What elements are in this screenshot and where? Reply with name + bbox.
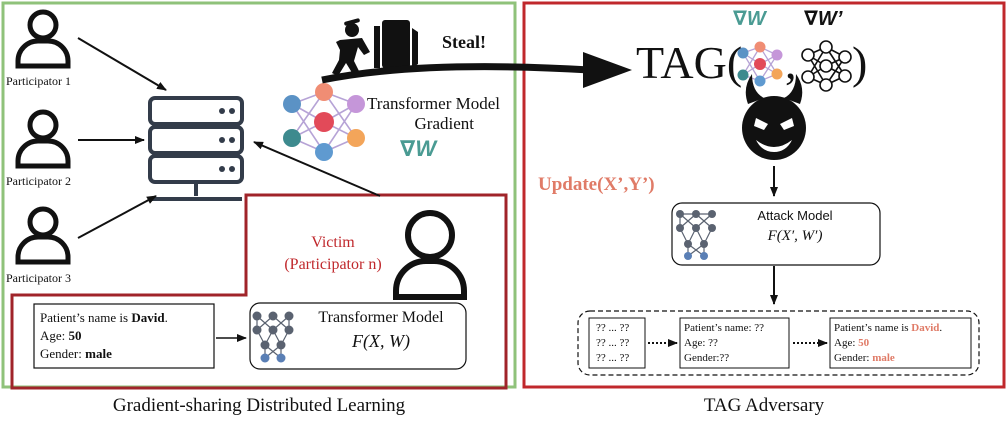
caption-right: TAG Adversary	[703, 395, 825, 416]
step3-name-prefix: Patient’s name is	[834, 322, 912, 334]
victim-label-line2: (Participator n)	[284, 256, 382, 273]
step3-name-value: David	[911, 322, 940, 334]
step3-age-prefix: Age:	[834, 337, 859, 349]
step1-line3: ?? ... ??	[596, 352, 630, 364]
participant-label-1: Participator 1	[6, 74, 71, 88]
update-label: Update(X’,Y’)	[538, 174, 655, 195]
victim-network-icon	[252, 311, 294, 363]
thief-icon	[332, 18, 418, 76]
step3-line2: Age: 50	[834, 336, 942, 351]
steps-container	[577, 310, 980, 376]
gradient-symbol: ∇W	[400, 136, 437, 161]
person-icon	[15, 206, 71, 265]
tag-fake-network-icon	[801, 40, 852, 92]
arrow-p1-server	[77, 37, 167, 91]
patient-gender-prefix: Gender:	[40, 346, 86, 361]
victim-label: Victim (Participator n)	[278, 232, 388, 276]
step3-name-suffix: .	[939, 322, 943, 334]
steal-arrow	[321, 63, 591, 84]
step1-line1: ?? ... ??	[596, 322, 630, 334]
right-frame	[522, 1, 1006, 389]
person-icon	[15, 109, 71, 169]
victim-model-formula: F(X, W)	[352, 331, 410, 351]
participant-label-3: Participator 3	[6, 271, 71, 285]
tag-suffix: )	[852, 37, 868, 88]
step2-text: Patient’s name: ?? Age: ?? Gender:??	[684, 321, 764, 366]
victim-frame	[10, 193, 508, 390]
victim-model-box	[249, 302, 467, 370]
tag-comma: ,	[785, 37, 797, 88]
gradient-label: Transformer Model Gradient	[340, 94, 500, 134]
attack-model-box	[671, 202, 881, 266]
gradient-label-line1: Transformer Model	[367, 94, 500, 113]
arrow-p3-server	[77, 195, 157, 239]
step3-gender-prefix: Gender:	[834, 352, 873, 364]
attack-network-icon	[676, 210, 716, 260]
gradient-network-icon	[283, 83, 365, 161]
tag-prefix: TAG(	[636, 37, 743, 88]
step3-age-value: 50	[858, 337, 870, 349]
steal-label: Steal!	[442, 32, 486, 52]
patient-input-box	[33, 303, 215, 369]
step1-text: ?? ... ?? ?? ... ?? ?? ... ??	[596, 321, 629, 366]
step2-box	[679, 317, 790, 369]
tag-true-network-icon	[737, 41, 783, 87]
devil-icon	[742, 74, 806, 160]
patient-gender-value: male	[85, 346, 112, 361]
patient-name-suffix: .	[164, 310, 168, 325]
caption-left: Gradient-sharing Distributed Learning	[112, 395, 406, 416]
steal-arrowhead	[583, 52, 632, 88]
step2-line1: Patient’s name: ??	[684, 322, 765, 334]
step3-line3: Gender: male	[834, 351, 942, 366]
step3-text: Patient’s name is David. Age: 50 Gender:…	[834, 321, 942, 366]
step3-box	[829, 317, 972, 369]
step2-line3: Gender:??	[684, 352, 730, 364]
person-icon	[15, 9, 71, 69]
attack-model-formula: F(X′, W′)	[767, 228, 823, 244]
step1-line2: ?? ... ??	[596, 337, 630, 349]
attack-model-title: Attack Model	[757, 208, 833, 223]
patient-input-line3: Gender: male	[40, 345, 168, 363]
patient-age-prefix: Age:	[40, 328, 69, 343]
step1-box	[588, 317, 646, 369]
step3-line1: Patient’s name is David.	[834, 321, 942, 336]
patient-age-value: 50	[68, 328, 82, 343]
victim-model-title: Transformer Model	[318, 309, 444, 326]
participant-label-2: Participator 2	[6, 174, 71, 188]
patient-name-value: David	[131, 310, 165, 325]
victim-person-icon	[393, 210, 467, 300]
tag-grad-fake: ∇W’	[804, 8, 843, 30]
step2-line2: Age: ??	[684, 337, 718, 349]
server-icon	[148, 96, 244, 201]
patient-input-line2: Age: 50	[40, 327, 168, 345]
patient-input-line1: Patient’s name is David.	[40, 309, 168, 327]
step3-gender-value: male	[872, 352, 895, 364]
patient-input-text: Patient’s name is David. Age: 50 Gender:…	[40, 309, 168, 363]
tag-grad-true: ∇W	[733, 8, 766, 30]
arrow-victim-server	[253, 141, 381, 197]
victim-label-line1: Victim	[311, 234, 355, 251]
gradient-label-line2: Gradient	[414, 114, 474, 133]
patient-name-prefix: Patient’s name is	[40, 310, 132, 325]
